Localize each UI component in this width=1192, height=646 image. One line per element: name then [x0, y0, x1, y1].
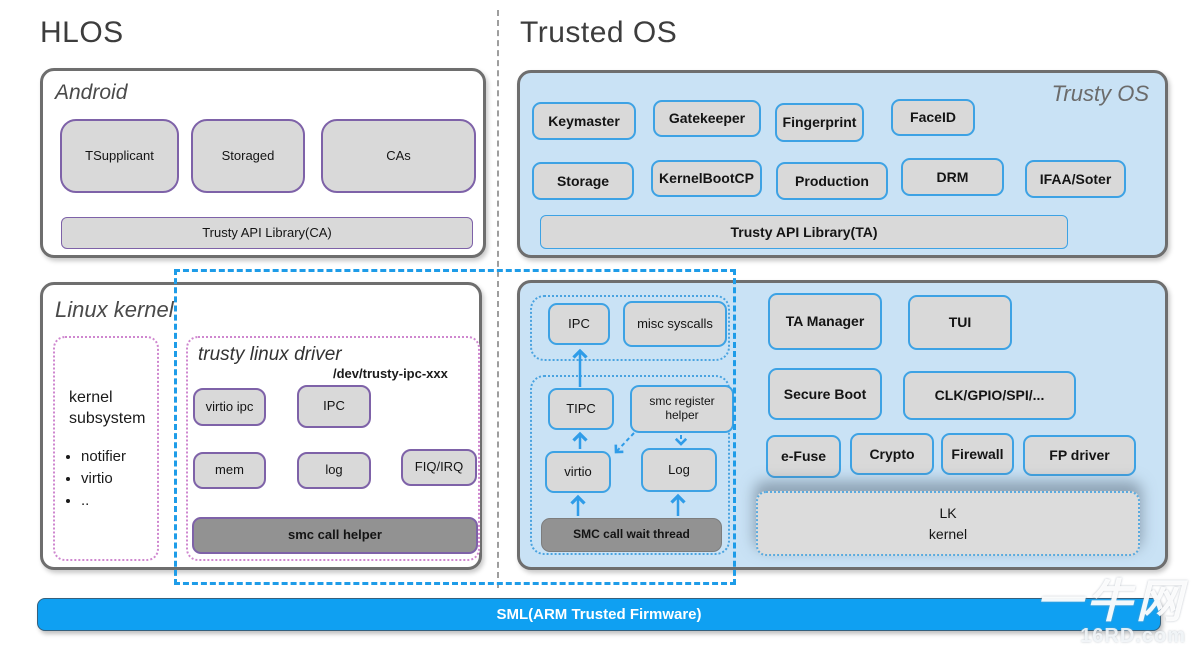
box-clk-gpio-spi: CLK/GPIO/SPI/... — [903, 371, 1076, 420]
box-log-trusty: Log — [641, 448, 717, 492]
box-faceid: FaceID — [891, 99, 975, 136]
box-ifaa-soter: IFAA/Soter — [1025, 160, 1126, 198]
hlos-heading: HLOS — [40, 16, 124, 49]
box-gatekeeper: Gatekeeper — [653, 100, 761, 137]
box-fiq-irq: FIQ/IRQ — [401, 449, 477, 486]
box-secure-boot: Secure Boot — [768, 368, 882, 420]
box-cas: CAs — [321, 119, 476, 193]
smc-call-wait-thread-bar: SMC call wait thread — [541, 518, 722, 552]
trusty-os-label: Trusty OS — [1051, 81, 1149, 106]
box-misc-syscalls: misc syscalls — [623, 301, 727, 347]
trusty-linux-driver-title: trusty linux driver — [198, 344, 342, 365]
box-virtio-ipc: virtio ipc — [193, 388, 266, 426]
trusted-os-heading: Trusted OS — [520, 16, 678, 49]
box-keymaster: Keymaster — [532, 102, 636, 140]
syscall-group-box — [530, 295, 730, 361]
dev-trusty-ipc-label: /dev/trusty-ipc-xxx — [333, 366, 448, 381]
box-production: Production — [776, 162, 888, 200]
trusty-api-library-ta-bar: Trusty API Library(TA) — [540, 215, 1068, 249]
kernel-subsystem-box: kernel subsystem notifier virtio .. — [53, 336, 159, 561]
kernel-subsystem-title: kernel subsystem — [69, 389, 146, 427]
box-firewall: Firewall — [941, 433, 1014, 475]
sml-firmware-bar: SML(ARM Trusted Firmware) — [37, 598, 1161, 631]
smc-call-helper-bar: smc call helper — [192, 517, 478, 554]
lk-kernel-line1: LK — [939, 504, 957, 521]
box-fp-driver: FP driver — [1023, 435, 1136, 476]
linux-kernel-panel-title: Linux kernel — [55, 297, 174, 322]
box-virtio-trusty: virtio — [545, 451, 611, 493]
trusty-os-panel: Trusty OS Keymaster Gatekeeper Fingerpri… — [517, 70, 1168, 258]
box-ta-manager: TA Manager — [768, 293, 882, 350]
bullet-notifier: notifier — [81, 446, 126, 468]
box-mem: mem — [193, 452, 266, 489]
hlos-trustedos-divider — [497, 10, 499, 588]
box-ipc-trusty: IPC — [548, 303, 610, 345]
linux-kernel-panel: Linux kernel kernel subsystem notifier v… — [40, 282, 482, 570]
trusty-linux-driver-box: trusty linux driver /dev/trusty-ipc-xxx … — [186, 336, 480, 561]
box-crypto: Crypto — [850, 433, 934, 475]
box-efuse: e-Fuse — [766, 435, 841, 478]
box-ipc-driver: IPC — [297, 385, 371, 428]
box-tui: TUI — [908, 295, 1012, 350]
box-fingerprint: Fingerprint — [775, 103, 864, 142]
trusty-api-library-ca-bar: Trusty API Library(CA) — [61, 217, 473, 249]
lk-kernel-box: LK kernel — [756, 491, 1140, 556]
box-drm: DRM — [901, 158, 1004, 196]
box-tsupplicant: TSupplicant — [60, 119, 179, 193]
android-panel: Android TSupplicant Storaged CAs Trusty … — [40, 68, 486, 258]
android-panel-title: Android — [55, 81, 128, 104]
box-tipc: TIPC — [548, 388, 614, 430]
lk-kernel-line2: kernel — [928, 525, 968, 542]
box-smc-register-helper: smc register helper — [630, 385, 734, 433]
bullet-virtio: virtio — [81, 468, 126, 490]
bullet-etc: .. — [81, 490, 126, 512]
ipc-stack-group-box — [530, 375, 730, 555]
kernel-subsystem-bullets: notifier virtio .. — [63, 446, 126, 512]
trusty-kernel-panel: IPC misc syscalls TIPC smc register help… — [517, 280, 1168, 570]
box-kernelbootcp: KernelBootCP — [651, 160, 762, 197]
box-log-driver: log — [297, 452, 371, 489]
box-storaged: Storaged — [191, 119, 305, 193]
box-storage: Storage — [532, 162, 634, 200]
